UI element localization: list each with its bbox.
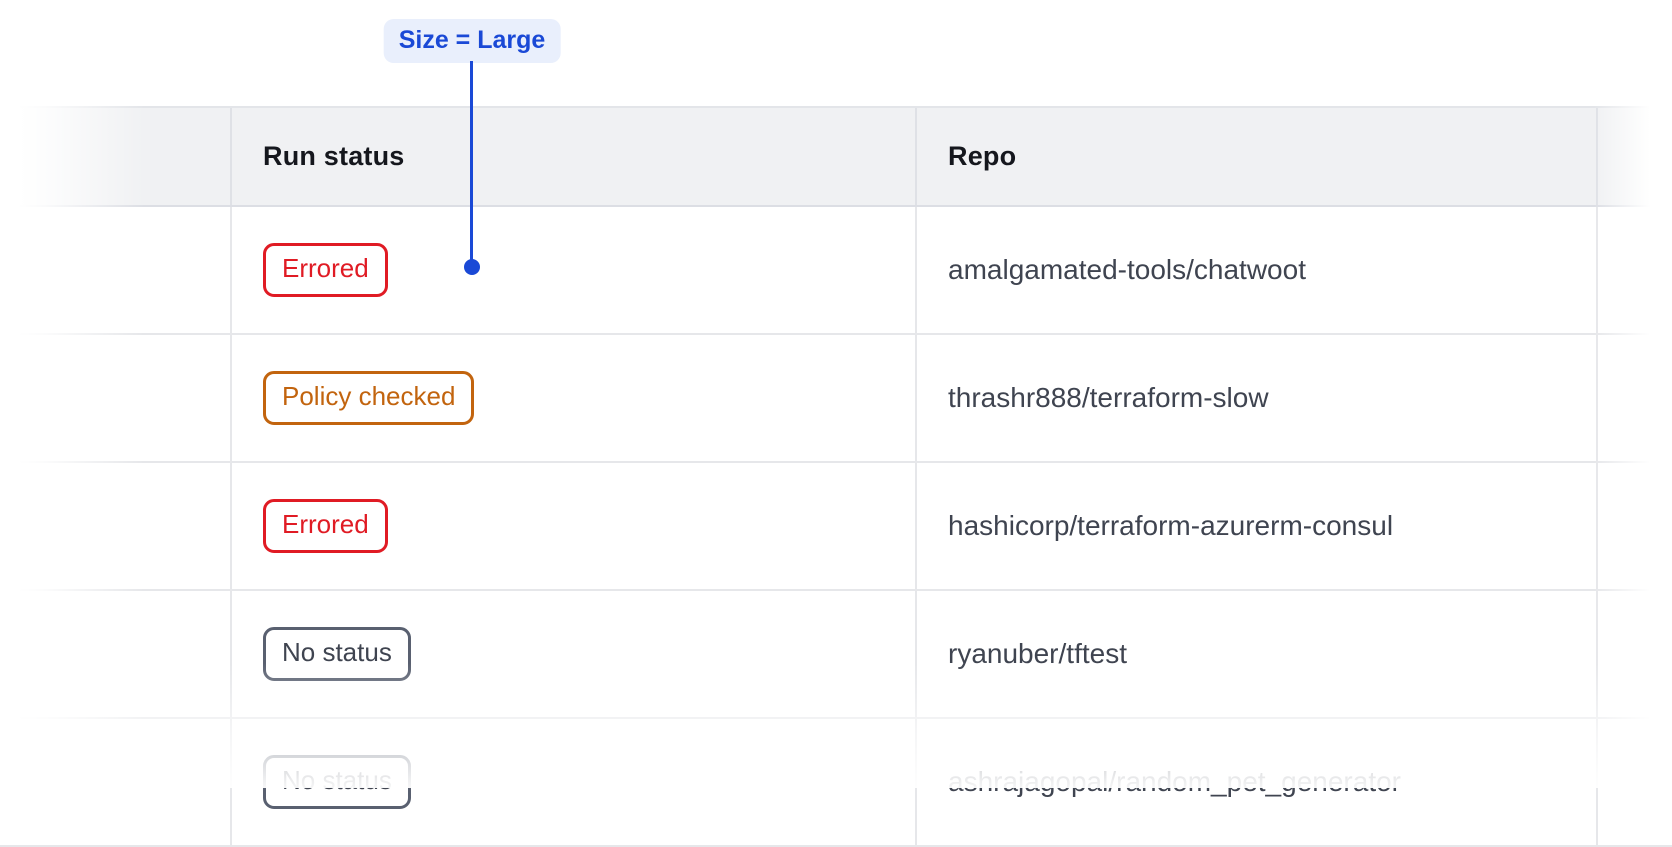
status-badge-label: Errored	[282, 509, 369, 540]
cell-run-status[interactable]: Errored	[232, 463, 917, 589]
table-row: No status ashrajagopal/random_pet_genera…	[0, 719, 1672, 847]
size-annotation-pill: Size = Large	[383, 19, 561, 63]
cell-overflow[interactable]	[1598, 463, 1672, 589]
table-header-row: Run status Repo	[0, 106, 1672, 207]
runs-table: Run status Repo Errored amalgamated-tool…	[0, 106, 1672, 847]
cell-spacer[interactable]	[0, 719, 232, 845]
cell-repo[interactable]: hashicorp/terraform-azurerm-consul	[917, 463, 1598, 589]
table-row: Errored amalgamated-tools/chatwoot	[0, 207, 1672, 335]
repo-text: hashicorp/terraform-azurerm-consul	[948, 510, 1394, 541]
repo-text: amalgamated-tools/chatwoot	[948, 254, 1306, 285]
header-cell-repo[interactable]: Repo	[917, 108, 1598, 205]
cell-overflow[interactable]	[1598, 207, 1672, 333]
table-row: Errored hashicorp/terraform-azurerm-cons…	[0, 463, 1672, 591]
cell-run-status[interactable]: Errored	[232, 207, 917, 333]
cell-spacer[interactable]	[0, 335, 232, 461]
cell-run-status[interactable]: No status	[232, 591, 917, 717]
status-badge: Errored	[263, 243, 388, 297]
status-badge-label: No status	[282, 765, 392, 796]
status-badge: Policy checked	[263, 371, 475, 425]
annotation-pointer-dot	[464, 259, 480, 275]
header-cell-overflow	[1598, 108, 1672, 205]
status-badge-label: No status	[282, 637, 392, 668]
table-row: No status ryanuber/tftest	[0, 591, 1672, 719]
cell-spacer[interactable]	[0, 591, 232, 717]
cell-overflow[interactable]	[1598, 591, 1672, 717]
cell-run-status[interactable]: Policy checked	[232, 335, 917, 461]
header-label-repo: Repo	[948, 141, 1017, 171]
status-badge: No status	[263, 755, 411, 809]
cell-overflow[interactable]	[1598, 719, 1672, 845]
status-badge: Errored	[263, 499, 388, 553]
cell-repo[interactable]: amalgamated-tools/chatwoot	[917, 207, 1598, 333]
cell-spacer[interactable]	[0, 207, 232, 333]
table-row: Policy checked thrashr888/terraform-slow	[0, 335, 1672, 463]
size-annotation-label: Size = Large	[398, 26, 546, 54]
cell-overflow[interactable]	[1598, 335, 1672, 461]
annotation-connector-line	[470, 61, 473, 260]
header-cell-spacer	[0, 108, 232, 205]
repo-text: thrashr888/terraform-slow	[948, 382, 1269, 413]
repo-text: ryanuber/tftest	[948, 638, 1127, 669]
status-badge-label: Errored	[282, 253, 369, 284]
cell-run-status[interactable]: No status	[232, 719, 917, 845]
cell-repo[interactable]: ashrajagopal/random_pet_generator	[917, 719, 1598, 845]
status-badge-label: Policy checked	[282, 381, 456, 412]
status-badge: No status	[263, 627, 411, 681]
header-label-run-status: Run status	[263, 141, 405, 171]
repo-text: ashrajagopal/random_pet_generator	[948, 766, 1401, 797]
cell-spacer[interactable]	[0, 463, 232, 589]
cell-repo[interactable]: ryanuber/tftest	[917, 591, 1598, 717]
header-cell-run-status[interactable]: Run status	[232, 108, 917, 205]
cell-repo[interactable]: thrashr888/terraform-slow	[917, 335, 1598, 461]
